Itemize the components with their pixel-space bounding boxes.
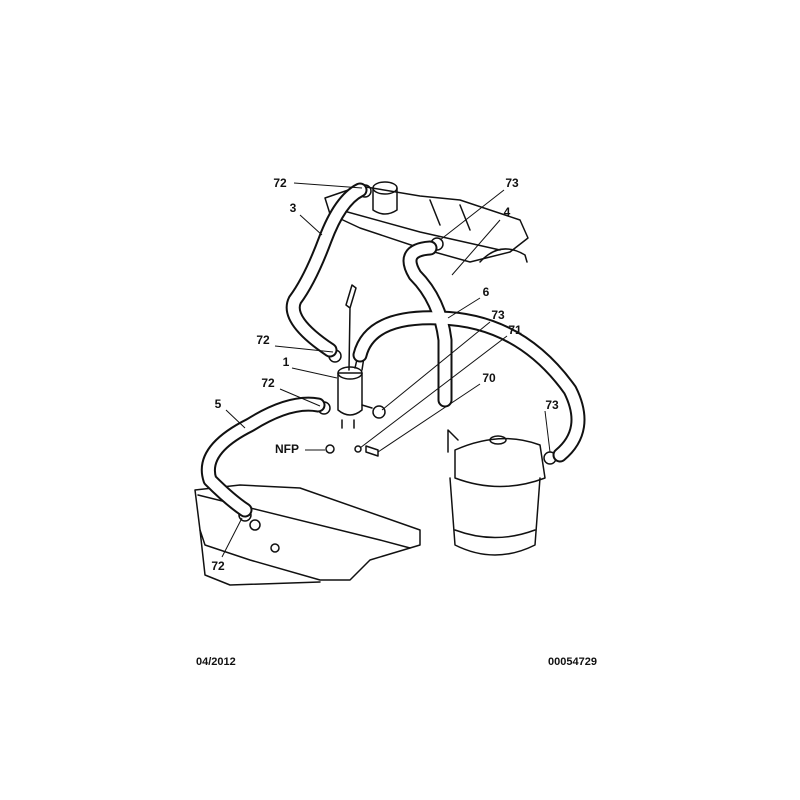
callout-73: 73 bbox=[545, 398, 559, 412]
callout-70: 70 bbox=[482, 371, 496, 385]
callout-73: 73 bbox=[505, 176, 519, 190]
air-filter bbox=[454, 437, 546, 488]
clamp-73-mid bbox=[372, 405, 386, 419]
rocker-cover bbox=[324, 185, 529, 263]
callout-71: 71 bbox=[508, 323, 522, 337]
footer-reference: 00054729 bbox=[548, 656, 597, 668]
callout-72: 72 bbox=[261, 376, 275, 390]
footer-date: 04/2012 bbox=[196, 656, 236, 668]
breather-body bbox=[337, 372, 363, 416]
callout-1: 1 bbox=[282, 355, 290, 369]
callout-6: 6 bbox=[482, 285, 490, 299]
washer-71 bbox=[354, 445, 362, 453]
callout-5: 5 bbox=[214, 397, 222, 411]
callout-nfp: NFP bbox=[275, 442, 299, 456]
bolt-70 bbox=[365, 445, 379, 457]
dipstick bbox=[345, 284, 357, 371]
callout-72: 72 bbox=[211, 559, 225, 573]
callout-3: 3 bbox=[289, 201, 297, 215]
callout-72: 72 bbox=[273, 176, 287, 190]
callout-4: 4 bbox=[503, 205, 511, 219]
seal-nfp bbox=[325, 444, 335, 454]
callout-72: 72 bbox=[256, 333, 270, 347]
oil-sump bbox=[194, 484, 421, 581]
callout-73: 73 bbox=[491, 308, 505, 322]
